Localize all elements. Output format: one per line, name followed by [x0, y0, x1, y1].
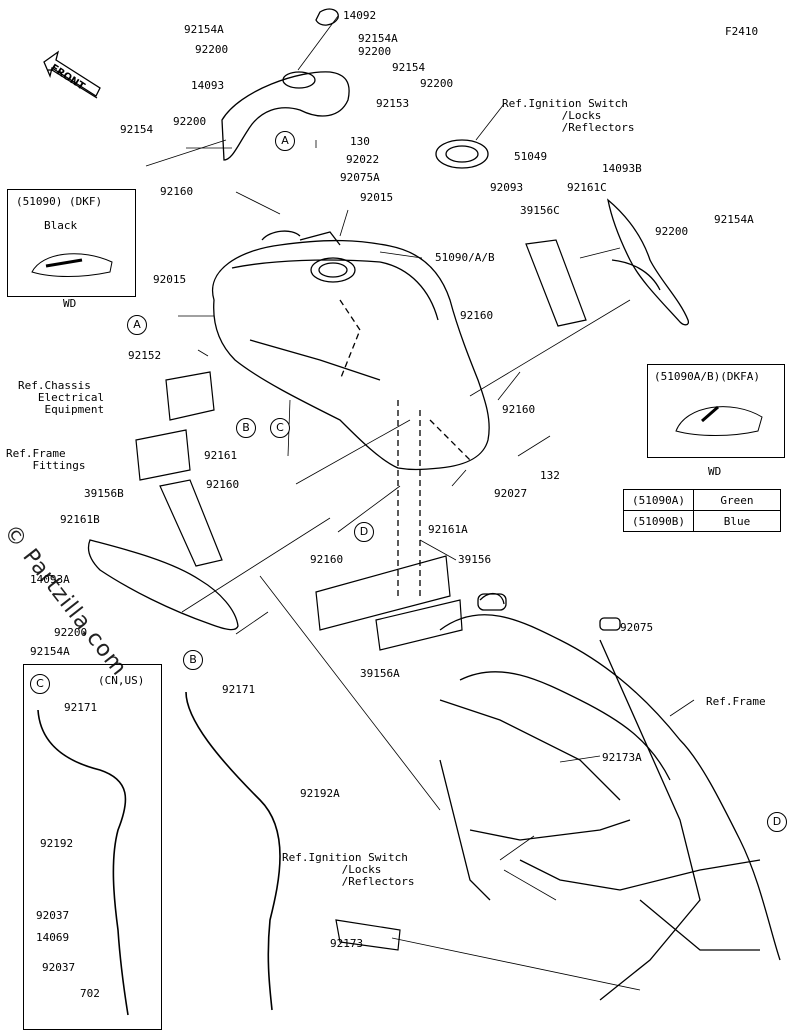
part-label: 92200 — [54, 626, 88, 639]
inset-cnus: (CN,US) — [23, 664, 162, 1030]
part-label: 51090/A/B — [435, 251, 495, 264]
table-row: (51090B) Blue — [623, 510, 781, 532]
inset-dkfa: (51090A/B)(DKFA) — [647, 364, 785, 458]
part-label: 92154A — [184, 23, 224, 36]
part-label: 92200 — [195, 43, 229, 56]
front-arrow-icon — [43, 50, 101, 99]
part-label: 39156C — [520, 204, 560, 217]
figure-code: F2410 — [725, 25, 759, 38]
part-label: 92093 — [490, 181, 524, 194]
tank-thumbnail-icon — [675, 405, 763, 436]
callout-a: A — [127, 315, 147, 335]
part-label: 92015 — [360, 191, 394, 204]
part-label: 92160 — [310, 553, 344, 566]
tank-thumbnail-icon — [31, 253, 113, 277]
inset-dkf: (51090) (DKF) Black — [7, 189, 136, 297]
ref-frame-fittings: Ref.Frame Fittings — [6, 447, 86, 472]
gas-cap-ring — [435, 139, 489, 169]
table-cell: Green — [692, 489, 781, 511]
part-label: 92173 — [330, 937, 364, 950]
part-label: 92037 — [42, 961, 76, 974]
part-label: 92161B — [60, 513, 100, 526]
part-label: 92160 — [160, 185, 194, 198]
callout-a: A — [275, 131, 295, 151]
part-label: 92200 — [655, 225, 689, 238]
top-cover-14093 — [221, 8, 350, 161]
part-label: 14093 — [191, 79, 225, 92]
part-label: 14093A — [30, 573, 70, 586]
part-label: 92154A — [714, 213, 754, 226]
part-label: 92015 — [153, 273, 187, 286]
part-label: 39156A — [360, 667, 400, 680]
part-label: 92171 — [222, 683, 256, 696]
pads — [159, 239, 587, 651]
table-cell: (51090A) — [623, 489, 694, 511]
fuel-tank-outline — [211, 230, 490, 600]
ref-ignition-bottom: Ref.Ignition Switch /Locks /Reflectors — [282, 851, 415, 888]
callout-d: D — [354, 522, 374, 542]
callout-d: D — [767, 812, 787, 832]
inset-title: (51090A/B)(DKFA) — [654, 370, 760, 383]
part-label: 92200 — [420, 77, 454, 90]
table-row: (51090A) Green — [623, 489, 781, 511]
part-label: 92160 — [502, 403, 536, 416]
inset-title: (CN,US) — [98, 674, 145, 687]
side-cover-14093B — [607, 198, 690, 326]
callout-b: B — [236, 418, 256, 438]
part-label: 92161 — [204, 449, 238, 462]
ref-chassis: Ref.Chassis Electrical Equipment — [18, 379, 105, 416]
part-label: 92200 — [358, 45, 392, 58]
part-label: 14093B — [602, 162, 642, 175]
part-label: 92173A — [602, 751, 642, 764]
color-table: (51090A) Green (51090B) Blue — [623, 489, 781, 532]
part-label: 92037 — [36, 909, 70, 922]
part-label: 92192A — [300, 787, 340, 800]
leader-lines — [145, 15, 695, 991]
part-label: 92200 — [173, 115, 207, 128]
part-label: 132 — [540, 469, 560, 482]
part-label: 92154 — [120, 123, 154, 136]
part-label: 92152 — [128, 349, 162, 362]
ref-ignition-top: Ref.Ignition Switch /Locks /Reflectors — [502, 97, 635, 134]
part-label: 39156 — [458, 553, 492, 566]
inset-color: Black — [44, 219, 78, 232]
part-label: 92160 — [206, 478, 240, 491]
part-label: 14069 — [36, 931, 70, 944]
part-label: 92171 — [64, 701, 98, 714]
part-label: 92075 — [620, 621, 654, 634]
callout-b: B — [183, 650, 203, 670]
part-label: 702 — [80, 987, 100, 1000]
part-label: 39156B — [84, 487, 124, 500]
part-label: 92075A — [340, 171, 380, 184]
table-cell: (51090B) — [623, 510, 694, 532]
part-label: 92192 — [40, 837, 74, 850]
part-label: 92160 — [460, 309, 494, 322]
frame — [439, 593, 781, 1001]
part-label: 92027 — [494, 487, 528, 500]
part-label: 92153 — [376, 97, 410, 110]
table-cell: Blue — [692, 510, 781, 532]
part-label: 92161A — [428, 523, 468, 536]
part-label: 92154A — [358, 32, 398, 45]
part-label: 130 — [350, 135, 370, 148]
callout-c: C — [270, 418, 290, 438]
part-label: 92154 — [392, 61, 426, 74]
inset-title: (51090) (DKF) — [16, 195, 103, 208]
part-label: 92022 — [346, 153, 380, 166]
brackets — [135, 371, 401, 951]
side-cover-14093A — [87, 539, 239, 631]
part-label: 14092 — [343, 9, 377, 22]
part-label: 92161C — [567, 181, 607, 194]
ref-frame: Ref.Frame — [706, 695, 766, 708]
part-label: 51049 — [514, 150, 548, 163]
hoses — [37, 691, 281, 1016]
inset-code: WD — [63, 297, 77, 310]
callout-c: C — [30, 674, 50, 694]
part-label: 92154A — [30, 645, 70, 658]
inset-code: WD — [708, 465, 722, 478]
